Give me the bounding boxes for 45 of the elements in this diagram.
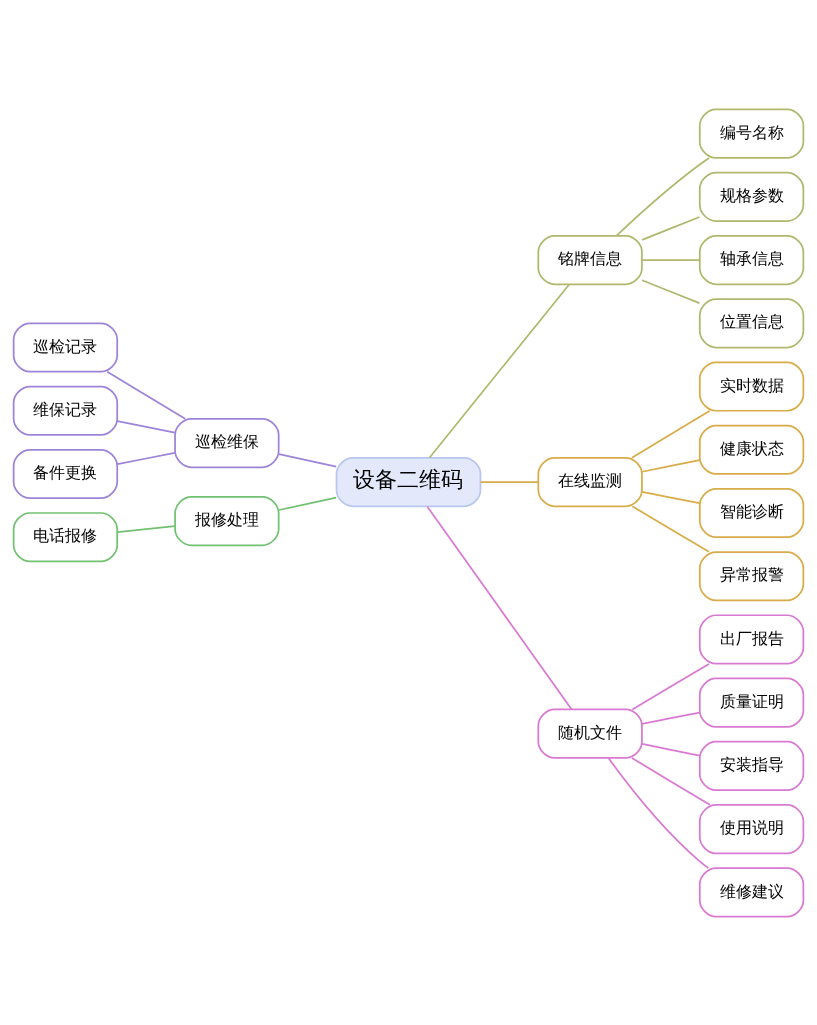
node-box: 位置信息 [698, 297, 805, 348]
node-box: 使用说明 [698, 803, 805, 854]
node-box: 备件更换 [12, 448, 119, 499]
connector [631, 756, 711, 806]
connector [631, 662, 710, 710]
node-box: 随机文件 [537, 708, 643, 759]
connector [426, 505, 573, 710]
connector [641, 458, 701, 473]
connector [615, 156, 710, 236]
node-box: 设备二维码 [335, 456, 482, 507]
connector [607, 756, 710, 869]
connector [278, 452, 338, 467]
connector [116, 451, 176, 465]
node-box: 维修建议 [698, 866, 805, 917]
node-box: 编号名称 [698, 108, 805, 159]
connector [631, 504, 710, 553]
connector [641, 711, 701, 725]
node-box: 健康状态 [698, 424, 805, 475]
connector [641, 215, 701, 241]
node-box: 铭牌信息 [537, 234, 643, 285]
node-box: 报修处理 [174, 495, 280, 546]
connector [428, 283, 570, 458]
node-box: 在线监测 [537, 456, 643, 507]
connector [278, 496, 338, 511]
node-box: 异常报警 [698, 550, 805, 601]
node-box: 维保记录 [12, 385, 119, 436]
node-box: 安装指导 [698, 740, 805, 791]
node-box: 实时数据 [698, 360, 805, 412]
connector [106, 370, 186, 420]
connector [631, 409, 711, 459]
node-box: 巡检维保 [174, 417, 280, 468]
node-box: 电话报修 [12, 511, 119, 562]
connector [116, 524, 176, 533]
connector [479, 480, 539, 483]
node-box: 轴承信息 [698, 234, 805, 285]
connector [116, 419, 176, 434]
connector [641, 258, 701, 261]
node-box: 智能诊断 [698, 487, 805, 538]
node-box: 规格参数 [698, 171, 805, 222]
connector [641, 278, 701, 304]
connector [641, 742, 701, 756]
connector [641, 490, 701, 504]
node-box: 巡检记录 [12, 321, 119, 373]
node-box: 质量证明 [698, 677, 805, 728]
node-box: 出厂报告 [698, 613, 805, 665]
